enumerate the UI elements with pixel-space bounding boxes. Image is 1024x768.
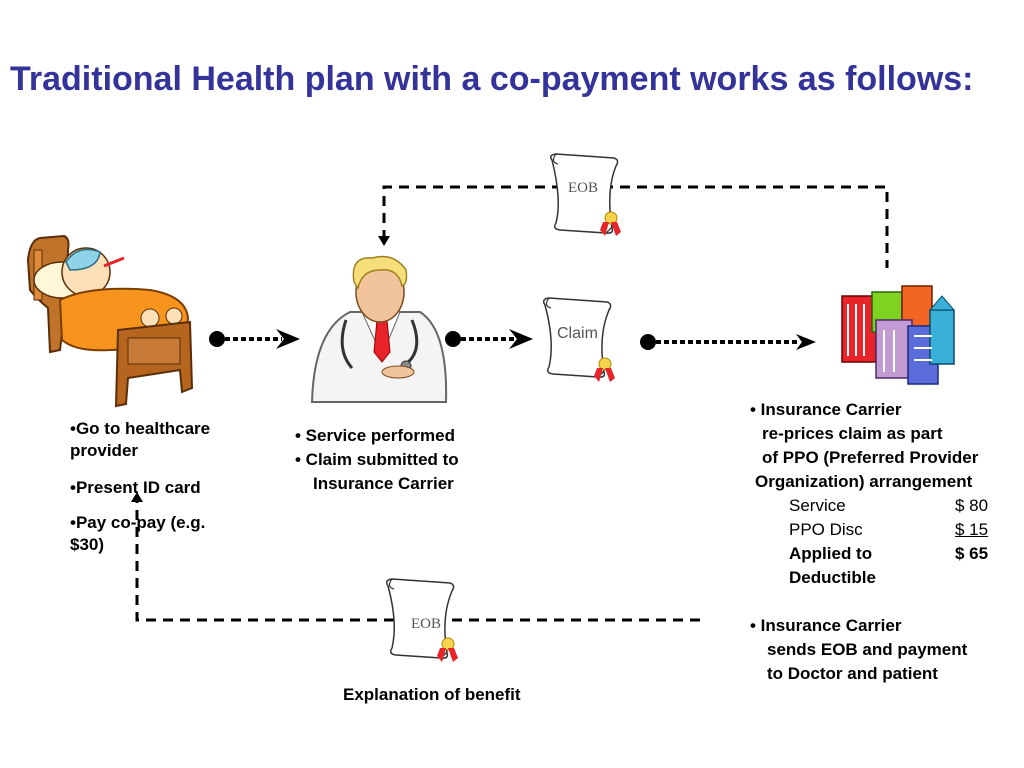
applied-label: Applied to <box>789 544 873 563</box>
doctor-line-1: • Service performed <box>295 426 455 445</box>
doctor-line-2: • Claim submitted to <box>295 450 459 469</box>
deductible-label: Deductible <box>789 568 876 587</box>
arrow-patient-to-doctor <box>209 329 300 349</box>
bottom-eob-loop <box>135 498 700 622</box>
ppo-disc-value: $ 15 <box>955 520 989 539</box>
carrier-eob-line-2: sends EOB and payment <box>767 640 968 659</box>
applied-value: $ 65 <box>955 544 989 563</box>
carrier-line-3: of PPO (Preferred Provider <box>762 448 979 467</box>
carrier-eob-line-1: • Insurance Carrier <box>750 616 902 635</box>
insurance-carrier-buildings-icon <box>841 285 956 385</box>
eob-caption: Explanation of benefit <box>343 685 521 704</box>
bottom-loop-arrowhead <box>131 492 143 502</box>
claim-label: Claim <box>557 325 598 342</box>
bottom-eob-label: EOB <box>411 616 441 632</box>
sick-patient-in-bed-icon <box>26 234 194 408</box>
patient-step-1: •Go to healthcare provider <box>70 419 211 460</box>
top-loop-arrowhead <box>378 236 390 246</box>
ppo-disc-label: PPO Disc <box>789 520 863 539</box>
patient-step-3: •Pay co-pay (e.g. $30) <box>70 513 206 554</box>
claim-scroll-icon <box>542 297 615 382</box>
service-label: Service <box>789 496 846 515</box>
service-value: $ 80 <box>955 496 989 515</box>
top-eob-label: EOB <box>568 180 598 196</box>
arrow-claim-to-carrier <box>640 334 816 350</box>
carrier-eob-line-3: to Doctor and patient <box>767 664 938 683</box>
eob-scroll-top-icon <box>549 153 621 236</box>
page-title: Traditional Health plan with a co-paymen… <box>10 60 974 98</box>
arrow-doctor-to-claim <box>445 329 533 349</box>
top-eob-loop <box>382 185 889 268</box>
carrier-line-2: re-prices claim as part <box>762 424 943 443</box>
carrier-line-4: Organization) arrangement <box>755 472 973 491</box>
doctor-icon <box>310 255 448 403</box>
patient-step-2: •Present ID card <box>70 478 201 497</box>
eob-scroll-bottom-icon <box>385 578 458 662</box>
doctor-line-3: Insurance Carrier <box>313 474 454 493</box>
carrier-line-1: • Insurance Carrier <box>750 400 902 419</box>
